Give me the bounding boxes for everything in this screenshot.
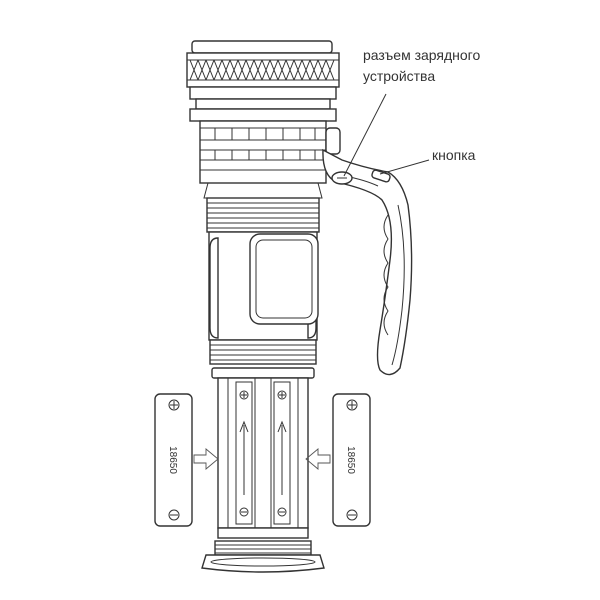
battery-left-minus-icon bbox=[168, 509, 180, 521]
carrier-direction-arrows bbox=[239, 420, 287, 495]
threaded-tube bbox=[206, 197, 320, 233]
battery-left-label: 18650 bbox=[167, 446, 178, 474]
charging-port-label-line-1: разъем зарядного bbox=[363, 47, 480, 63]
battery-right-minus-icon bbox=[346, 509, 358, 521]
grip-body bbox=[208, 231, 319, 341]
handle bbox=[322, 127, 413, 376]
charging-port-callout: разъем зарядного устройства bbox=[343, 47, 480, 177]
handle-button bbox=[371, 169, 391, 183]
battery-right-plus-icon bbox=[346, 399, 358, 411]
carrier-minus-marks bbox=[239, 507, 287, 517]
battery-carrier bbox=[211, 367, 315, 539]
lower-threads bbox=[209, 339, 317, 365]
tail-cap bbox=[201, 540, 325, 573]
charging-port bbox=[331, 171, 353, 185]
insert-arrow-left bbox=[193, 448, 219, 470]
insert-arrow-right bbox=[305, 448, 331, 470]
battery-left-plus-icon bbox=[168, 399, 180, 411]
carrier-plus-marks bbox=[239, 390, 287, 400]
battery-right: 18650 bbox=[332, 393, 371, 527]
button-label: кнопка bbox=[432, 147, 476, 163]
flashlight-head bbox=[186, 40, 340, 122]
battery-right-label: 18650 bbox=[345, 446, 356, 474]
cooling-fins bbox=[199, 120, 327, 199]
button-callout: кнопка bbox=[379, 147, 476, 175]
battery-left: 18650 bbox=[154, 393, 193, 527]
charging-port-label-line-2: устройства bbox=[363, 68, 435, 84]
bezel-knurling bbox=[187, 59, 339, 81]
